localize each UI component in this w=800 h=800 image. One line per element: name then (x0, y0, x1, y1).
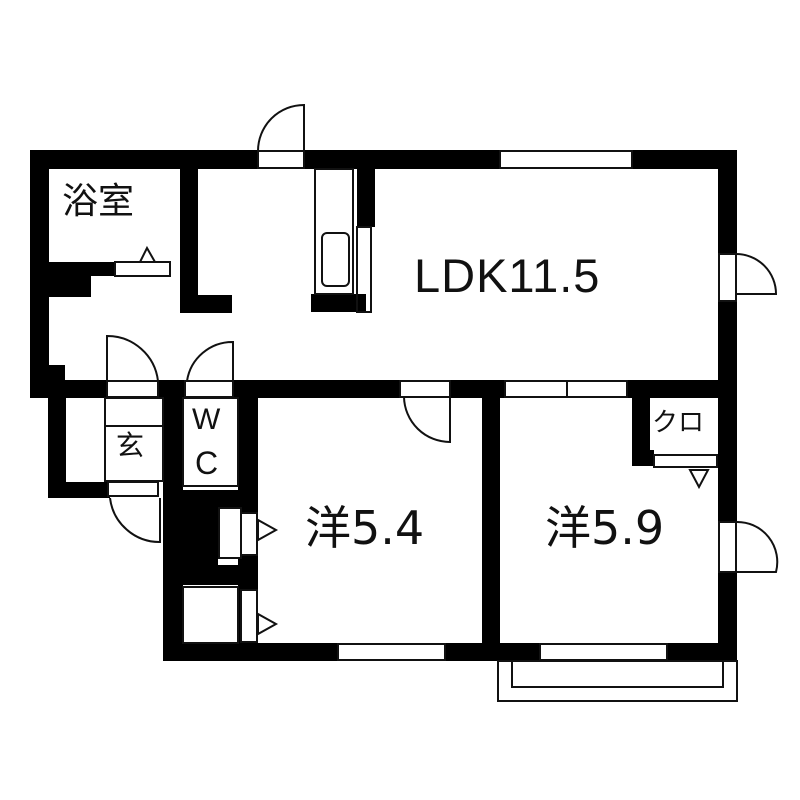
wc-label-w: W (192, 403, 221, 436)
western-room-2-label: 洋5.9 (545, 501, 665, 555)
closet-label: クロ (652, 408, 705, 438)
western-room-1-label: 洋5.4 (305, 501, 425, 555)
openings (104, 150, 738, 702)
entrance-label: 玄 (116, 429, 145, 462)
door-swings (106, 103, 779, 636)
ldk-label: LDK11.5 (414, 249, 601, 302)
wc-label-c: C (195, 445, 219, 481)
bathroom-label: 浴室 (62, 181, 135, 222)
